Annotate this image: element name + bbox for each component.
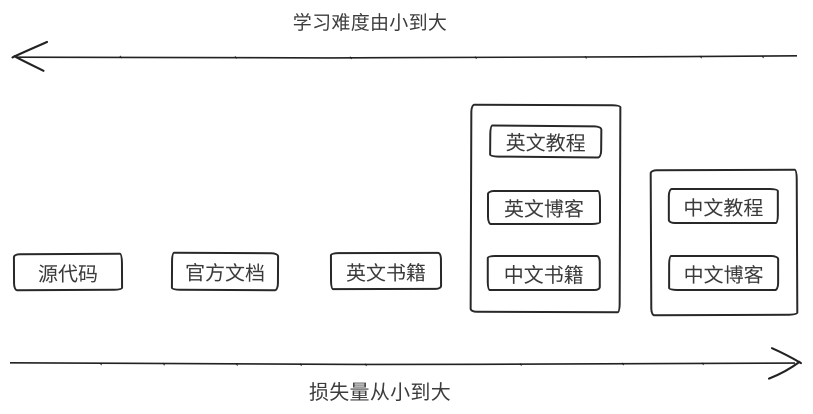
node-source-code-label: 源代码 [37, 263, 99, 286]
node-english-blogs-label: 英文博客 [503, 198, 585, 222]
node-chinese-books: 中文书籍 [486, 254, 601, 291]
node-english-books: 英文书籍 [329, 251, 443, 291]
node-english-tutorials: 英文教程 [489, 124, 603, 159]
difficulty-axis-label: 学习难度由小到大 [292, 13, 448, 34]
node-english-books-label: 英文书籍 [345, 262, 427, 285]
group-box-english: 英文教程 英文博客 中文书籍 [469, 103, 622, 314]
node-chinese-blogs-label: 中文博客 [683, 264, 764, 287]
node-chinese-tutorials: 中文教程 [667, 187, 779, 225]
group-box-chinese: 中文教程 中文博客 [649, 168, 799, 317]
node-official-docs: 官方文档 [170, 251, 280, 292]
node-official-docs-label: 官方文档 [184, 262, 266, 286]
arrow-right-icon [9, 347, 803, 380]
node-chinese-tutorials-label: 中文教程 [683, 197, 764, 220]
node-english-blogs: 英文博客 [486, 189, 602, 226]
node-chinese-blogs: 中文博客 [668, 254, 780, 292]
node-chinese-books-label: 中文书籍 [503, 264, 584, 287]
node-english-tutorials-label: 英文教程 [505, 132, 586, 156]
arrow-left-icon [11, 40, 798, 72]
loss-axis-label: 损失量从小到大 [308, 382, 452, 404]
node-source-code: 源代码 [12, 252, 124, 292]
